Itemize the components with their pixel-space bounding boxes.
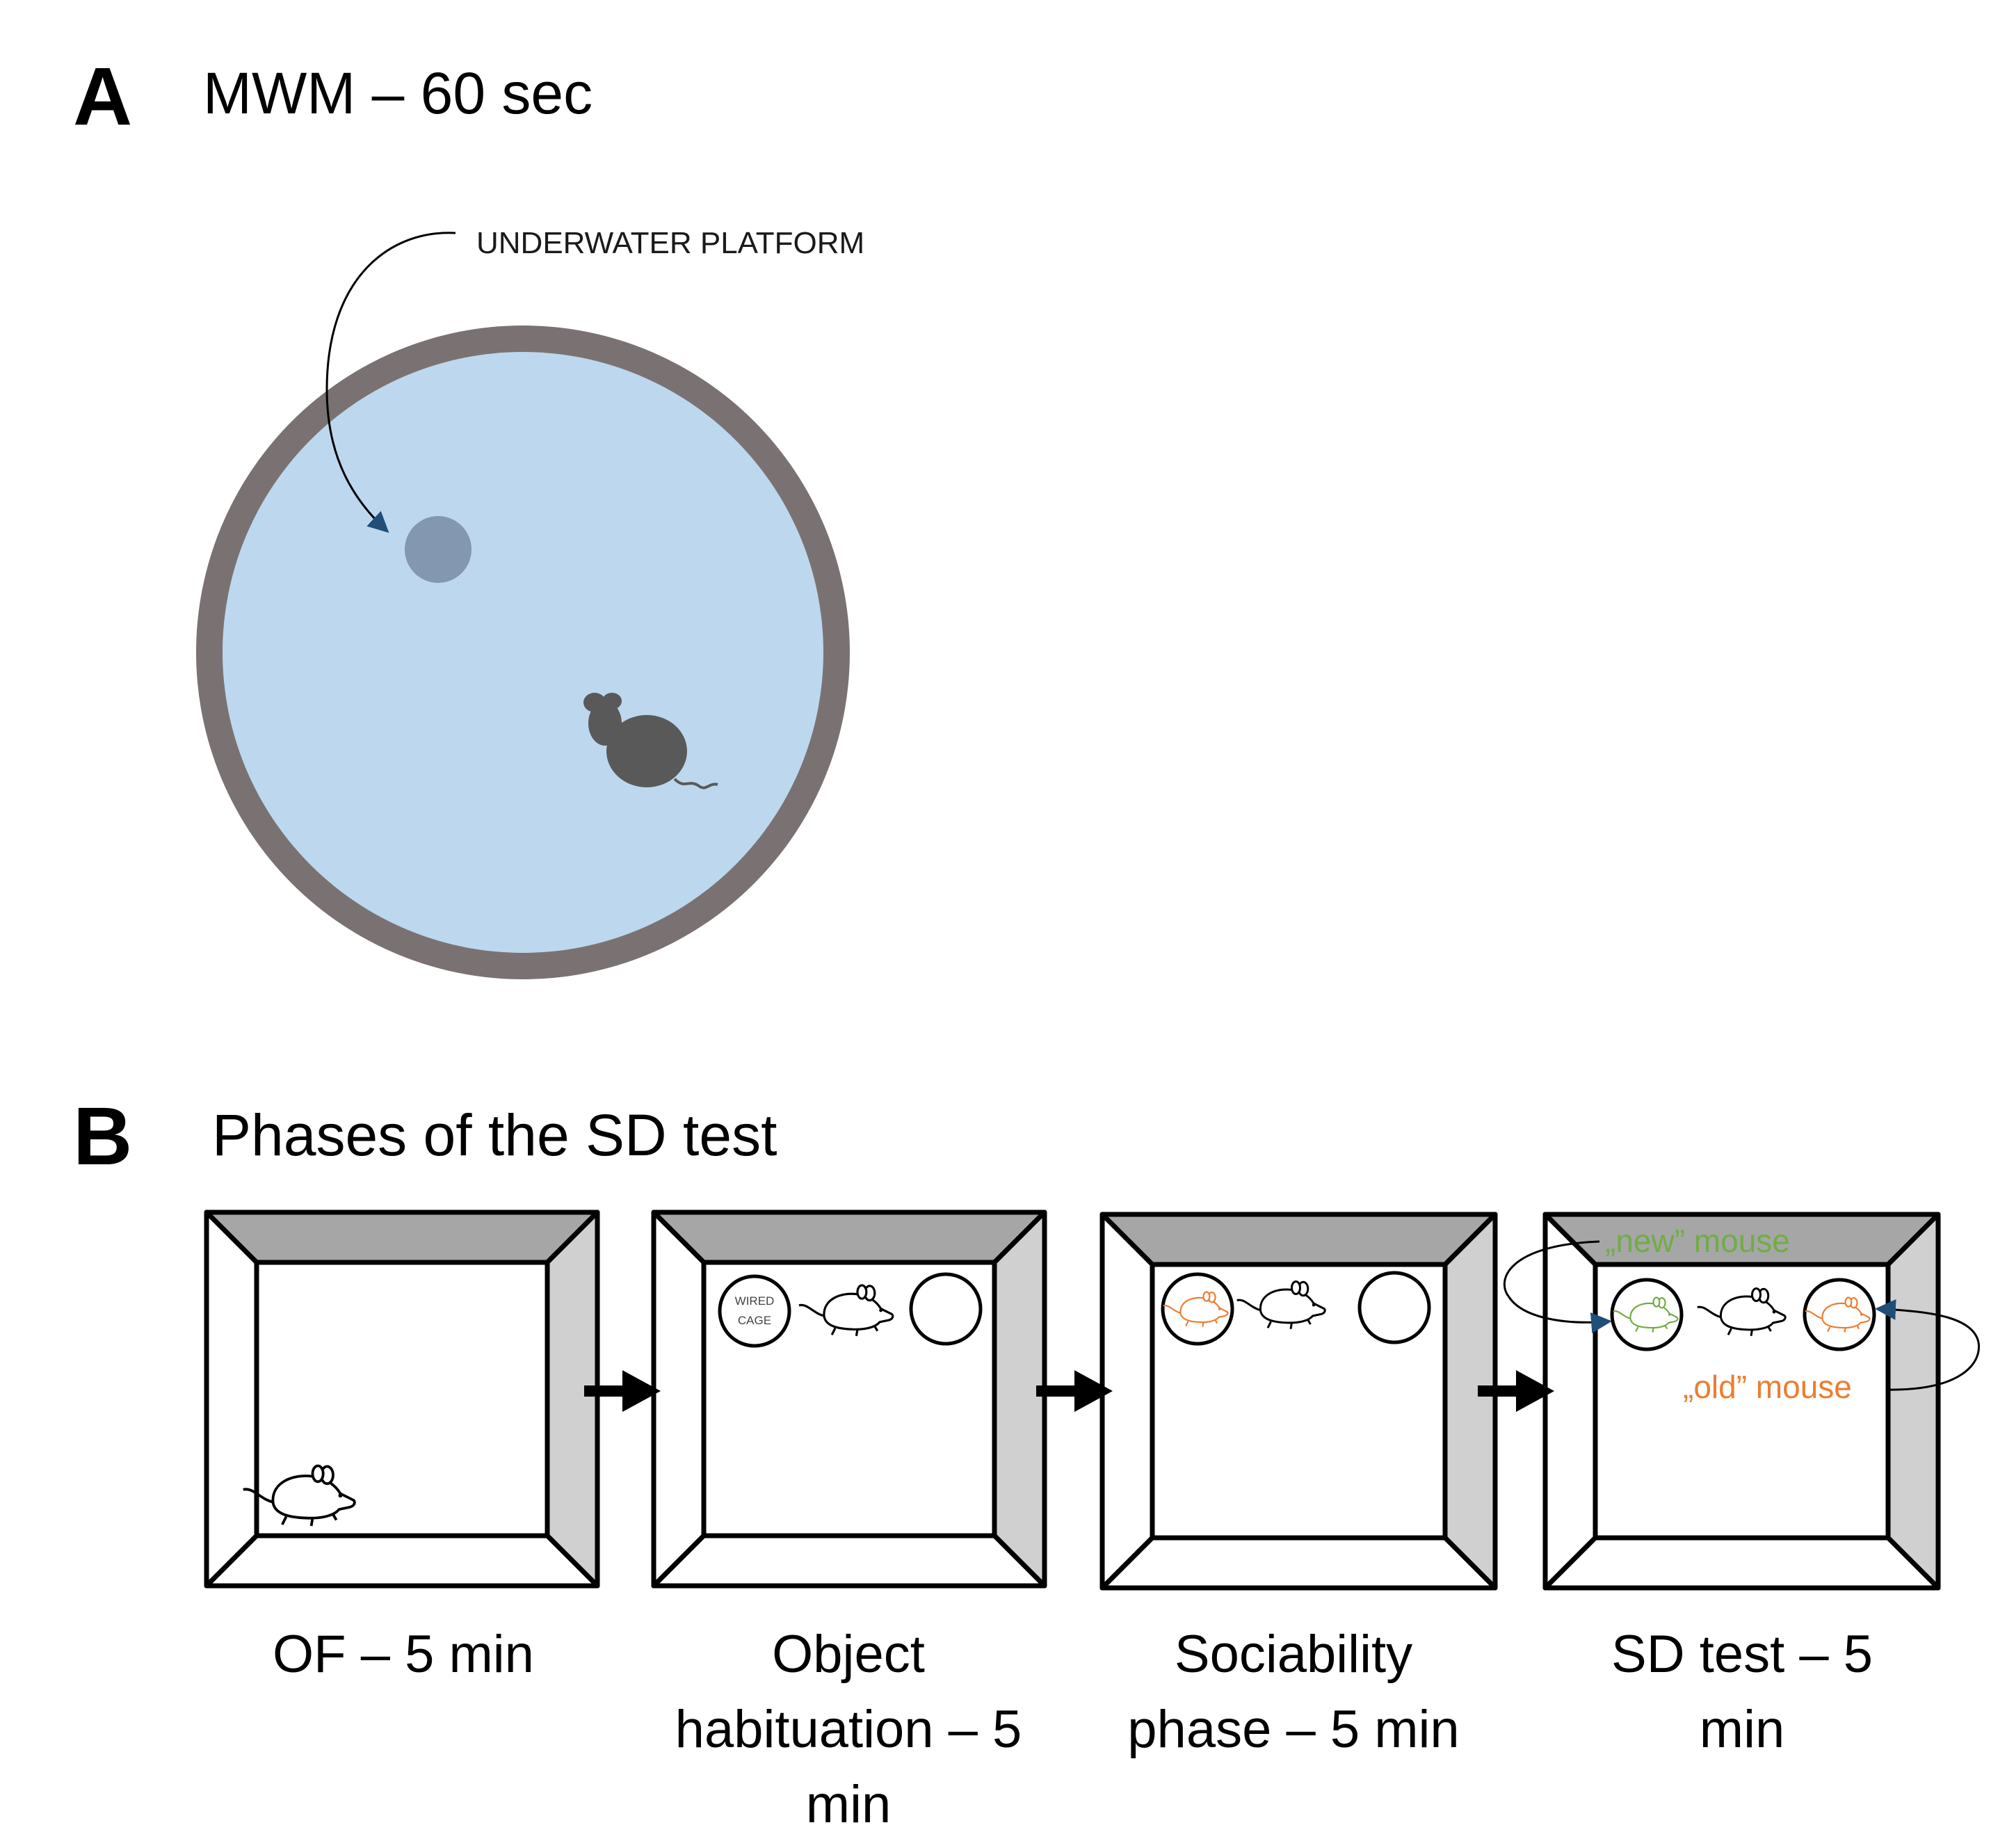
- panel-a-title: MWM – 60 sec: [203, 61, 593, 126]
- wired-cage-left: WIRED CAGE: [718, 1274, 791, 1348]
- panel-b-title: Phases of the SD test: [212, 1102, 777, 1168]
- platform-pointer-arrow: [325, 232, 456, 533]
- arrow-right-icon: [584, 1370, 661, 1412]
- arena-right-wall: [992, 1210, 1047, 1589]
- arena-left-wall: [1099, 1212, 1155, 1591]
- phase-caption-sd-test: SD test – 5 min: [1611, 1625, 1873, 1759]
- wired-cage-label-line2: CAGE: [738, 1314, 771, 1327]
- empty-wired-cage: [1357, 1271, 1431, 1344]
- arena-front-wall: [651, 1533, 1047, 1589]
- arena-front-wall: [204, 1533, 600, 1589]
- arena-front-wall: [1542, 1535, 1941, 1591]
- arrow-right-icon: [1478, 1370, 1554, 1412]
- phase-caption-of: OF – 5 min: [273, 1625, 534, 1684]
- underwater-platform-label: UNDERWATER PLATFORM: [476, 226, 864, 260]
- panel-a-letter: A: [73, 51, 133, 143]
- arrow-right-icon: [1036, 1370, 1113, 1412]
- mwm-pool: [196, 232, 850, 979]
- arena-sociability: [1099, 1212, 1498, 1591]
- arena-back-wall: [1099, 1212, 1498, 1267]
- new-mouse-label: „new” mouse: [1605, 1223, 1790, 1259]
- arena-back-wall: [204, 1210, 600, 1265]
- arena-right-wall: [1885, 1212, 1941, 1591]
- arena-object-habituation: [651, 1210, 1047, 1589]
- new-mouse-pointer-arrow: [1503, 1240, 1612, 1333]
- underwater-platform: [405, 516, 471, 583]
- swimming-mouse-icon: [583, 693, 718, 789]
- old-mouse-pointer-arrow: [1875, 1299, 1981, 1391]
- phase-caption-sociability: Sociability phase – 5 min: [1127, 1625, 1460, 1759]
- arena-left-wall: [1542, 1212, 1598, 1591]
- arena-right-wall: [545, 1210, 600, 1589]
- arena-of: [204, 1210, 600, 1589]
- wired-cage-right: [909, 1272, 983, 1346]
- arena-left-wall: [651, 1210, 707, 1589]
- sd-arenas: [204, 1210, 1941, 1591]
- pool-water: [223, 352, 823, 953]
- wired-cage-label-line1: WIRED: [735, 1294, 775, 1308]
- phase-caption-object-habituation: Object habituation – 5 min: [675, 1625, 1022, 1834]
- phase-transition-arrows: [584, 1370, 1554, 1412]
- arena-right-wall: [1442, 1212, 1498, 1591]
- panel-b-letter: B: [73, 1091, 133, 1182]
- arena-front-wall: [1099, 1535, 1498, 1591]
- arena-back-wall: [651, 1210, 1047, 1265]
- old-mouse-label: „old” mouse: [1683, 1369, 1852, 1405]
- arena-left-wall: [204, 1210, 259, 1589]
- arena-sd-test: [1542, 1212, 1941, 1591]
